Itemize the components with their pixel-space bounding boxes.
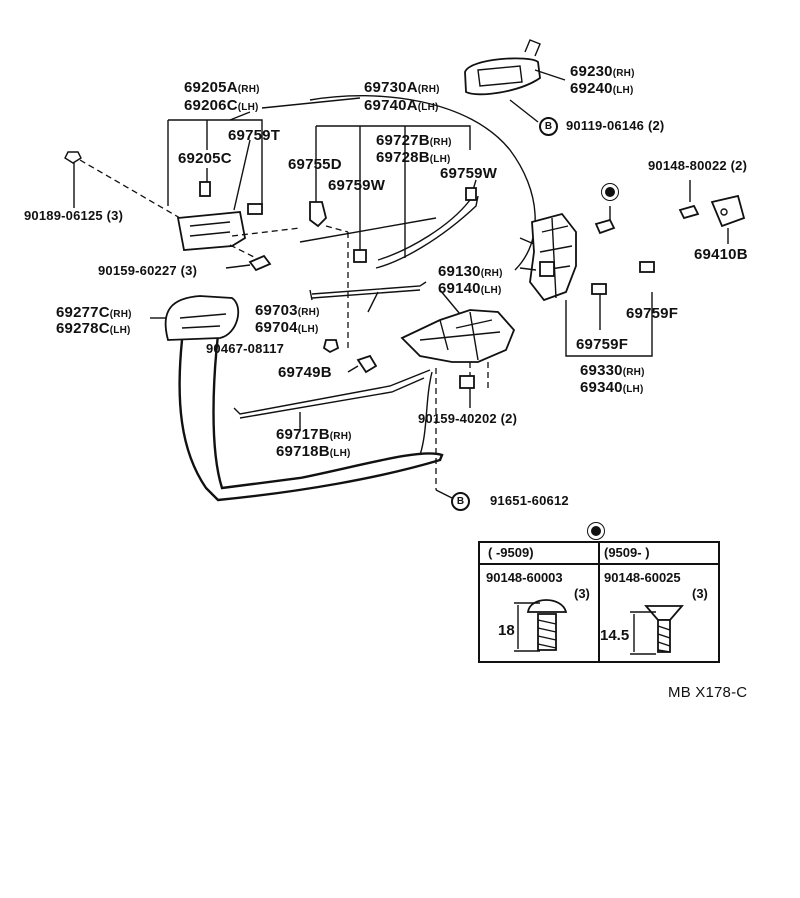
table-col2-range: (9509- ) [604, 545, 650, 560]
table-col2-part: 90148-60025 [604, 570, 681, 585]
table-col1-dimension: 18 [498, 622, 515, 639]
label-69718b: 69718B(LH) [276, 443, 351, 460]
door-outline [178, 317, 444, 502]
label-69759f-a: 69759F [626, 305, 679, 322]
label-69730a: 69730A(RH) [364, 79, 440, 96]
reference-code: MB X178-C [668, 684, 748, 701]
label-69410b: 69410B [694, 246, 748, 263]
door-window-edge [419, 371, 433, 456]
label-91651: 91651-60612 [490, 493, 569, 508]
remote-rod [311, 281, 427, 295]
inside-handle-assembly [176, 211, 247, 251]
table-col2-qty: (3) [692, 586, 708, 601]
inside-bezel [164, 295, 240, 341]
label-69759f-b: 69759F [576, 336, 629, 353]
marker-b-bottom: B [451, 492, 470, 511]
label-69727b: 69727B(RH) [376, 132, 452, 149]
label-69130: 69130(RH) [438, 263, 503, 280]
door-latch [529, 212, 577, 302]
label-69728b: 69728B(LH) [376, 149, 451, 166]
label-69704: 69704(LH) [255, 319, 319, 336]
dot-marker-a [601, 183, 619, 201]
table-col1-part: 90148-60003 [486, 570, 563, 585]
table-col1-range: ( -9509) [488, 545, 534, 560]
long-rod [233, 369, 431, 415]
dot-marker-b [587, 522, 605, 540]
label-90189: 90189-06125 (3) [24, 208, 124, 223]
label-69330: 69330(RH) [580, 362, 645, 379]
label-69759w-b: 69759W [440, 165, 498, 182]
label-69749b: 69749B [278, 364, 332, 381]
outside-handle-shape [464, 57, 541, 96]
label-90159-60227: 90159-60227 (3) [98, 263, 198, 278]
label-69240: 69240(LH) [570, 80, 634, 97]
table-col1-qty: (3) [574, 586, 590, 601]
label-90148-80022: 90148-80022 (2) [648, 158, 748, 173]
label-69277c: 69277C(RH) [56, 304, 132, 321]
label-69140: 69140(LH) [438, 280, 502, 297]
label-69205a: 69205A(RH) [184, 79, 260, 96]
screw-variant-table: ( -9509) (9509- ) 90148-60003 90148-6002… [478, 541, 720, 663]
label-69278c: 69278C(LH) [56, 320, 131, 337]
label-69740a: 69740A(LH) [364, 97, 439, 114]
label-90467: 90467-08117 [206, 341, 285, 356]
label-69206c: 69206C(LH) [184, 97, 259, 114]
label-69703: 69703(RH) [255, 302, 320, 319]
label-69759w-a: 69759W [328, 177, 386, 194]
label-69755d: 69755D [288, 156, 342, 173]
label-90159-40202: 90159-40202 (2) [418, 411, 518, 426]
label-90119: 90119-06146 (2) [566, 118, 665, 133]
striker [710, 194, 746, 228]
lock-rod [375, 195, 479, 269]
label-69205c: 69205C [178, 150, 232, 167]
label-69759t: 69759T [228, 127, 281, 144]
table-column-divider [598, 543, 600, 661]
label-69230: 69230(RH) [570, 63, 635, 80]
label-69340: 69340(LH) [580, 379, 644, 396]
marker-b-top: B [539, 117, 558, 136]
table-header-divider [480, 563, 718, 565]
table-col2-dimension: 14.5 [600, 627, 630, 644]
label-69717b: 69717B(RH) [276, 426, 352, 443]
